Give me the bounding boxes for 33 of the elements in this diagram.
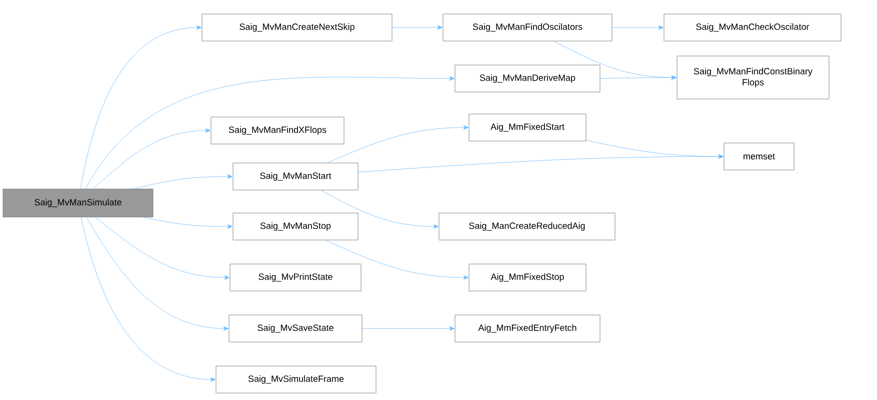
- function-box: Saig_MvManCreateNextSkip: [202, 14, 392, 42]
- arrow: [86, 217, 228, 331]
- arrow: [95, 217, 230, 280]
- function-box: Saig_MvManFindOscilators: [442, 14, 612, 42]
- function-box: Saig_MvManDeriveMap: [454, 64, 600, 92]
- function-box: Saig_MvManCheckOscilator: [664, 14, 842, 42]
- arrow: [326, 125, 468, 163]
- arrow: [80, 217, 216, 382]
- function-box: memset: [724, 142, 794, 170]
- arrow: [142, 217, 232, 229]
- function-box: Saig_ManCreateReducedAig: [438, 212, 616, 240]
- arrow: [80, 25, 202, 189]
- arrow: [326, 240, 468, 280]
- function-box: Aig_MmFixedStop: [468, 264, 586, 292]
- arrow: [362, 326, 454, 331]
- arrow: [612, 25, 664, 30]
- function-box: Saig_MvManStop: [232, 212, 358, 240]
- function-box: Saig_MvManStart: [232, 162, 358, 190]
- function-box: Saig_MvManSimulate: [2, 188, 154, 218]
- arrow: [586, 140, 724, 159]
- arrow: [320, 190, 438, 229]
- function-box: Saig_MvManFindXFlops: [210, 116, 344, 144]
- function-box: Saig_MvSimulateFrame: [216, 366, 376, 394]
- function-box: Aig_MmFixedEntryFetch: [454, 314, 600, 342]
- arrow: [85, 76, 454, 189]
- function-box: Saig_MvSaveState: [228, 314, 362, 342]
- function-box: Saig_MvPrintState: [230, 264, 362, 292]
- arrow: [600, 75, 676, 80]
- arrow: [134, 174, 232, 189]
- function-box: Aig_MmFixedStart: [468, 114, 586, 142]
- function-box: Saig_MvManFindConstBinary Flops: [676, 56, 830, 100]
- arrow: [93, 128, 210, 189]
- arrow: [392, 25, 442, 30]
